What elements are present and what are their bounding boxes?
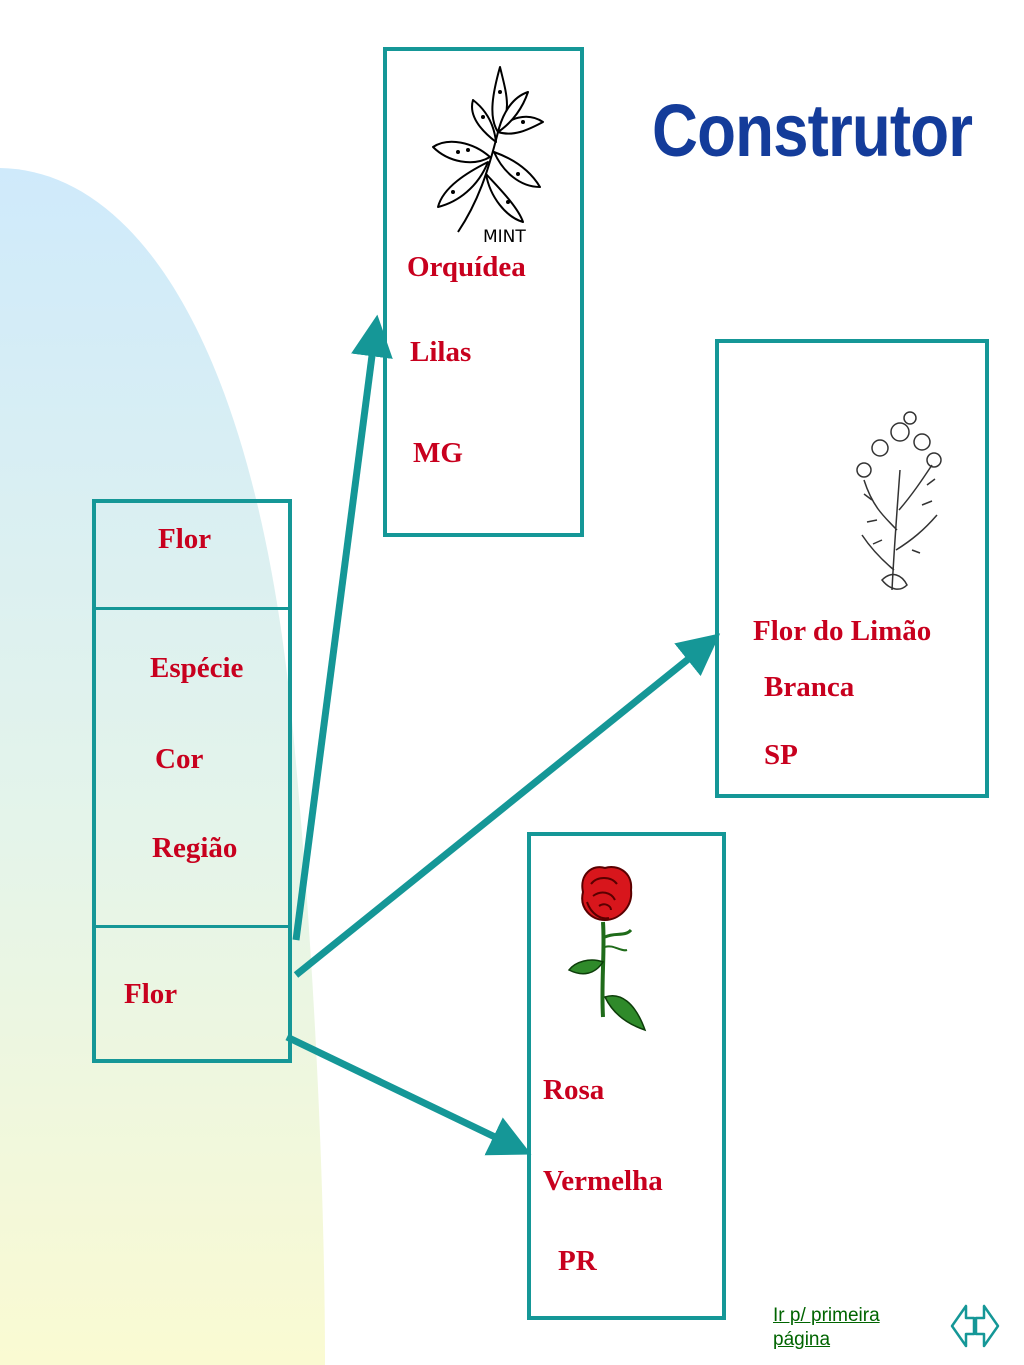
class-box-flor [92, 499, 292, 1063]
page-title: Construtor [652, 89, 973, 172]
instance-box-orquidea [383, 47, 584, 537]
constructor-label: Flor [124, 978, 178, 1010]
attribute-regiao: Região [152, 832, 238, 864]
attribute-cor: Cor [155, 743, 204, 775]
attribute-especie: Espécie [150, 652, 244, 684]
red-rose-icon [567, 866, 647, 1032]
rosa-regiao: PR [558, 1245, 597, 1277]
mint-plant-icon: MINT [432, 66, 544, 246]
limao-especie: Flor do Limão [753, 615, 932, 647]
prev-next-arrows-icon[interactable] [948, 1298, 1002, 1354]
class-name: Flor [158, 523, 212, 555]
limao-regiao: SP [764, 739, 798, 771]
orquidea-cor: Lilas [410, 336, 472, 368]
first-page-link[interactable]: Ir p/ primeira página [773, 1305, 880, 1350]
mint-caption: MINT [483, 227, 526, 246]
limao-cor: Branca [764, 671, 855, 703]
rosa-especie: Rosa [543, 1074, 605, 1106]
arrow-to-limao [293, 633, 721, 978]
lemon-flower-icon [856, 411, 942, 591]
arrow-to-rosa [285, 1033, 532, 1156]
arrow-to-orquidea [292, 314, 393, 941]
rosa-cor: Vermelha [543, 1165, 663, 1197]
instance-box-limao [715, 339, 989, 798]
orquidea-regiao: MG [413, 437, 463, 469]
instance-box-rosa [527, 832, 726, 1320]
class-divider-1 [96, 607, 288, 610]
orquidea-especie: Orquídea [407, 251, 526, 283]
class-divider-2 [96, 925, 288, 928]
